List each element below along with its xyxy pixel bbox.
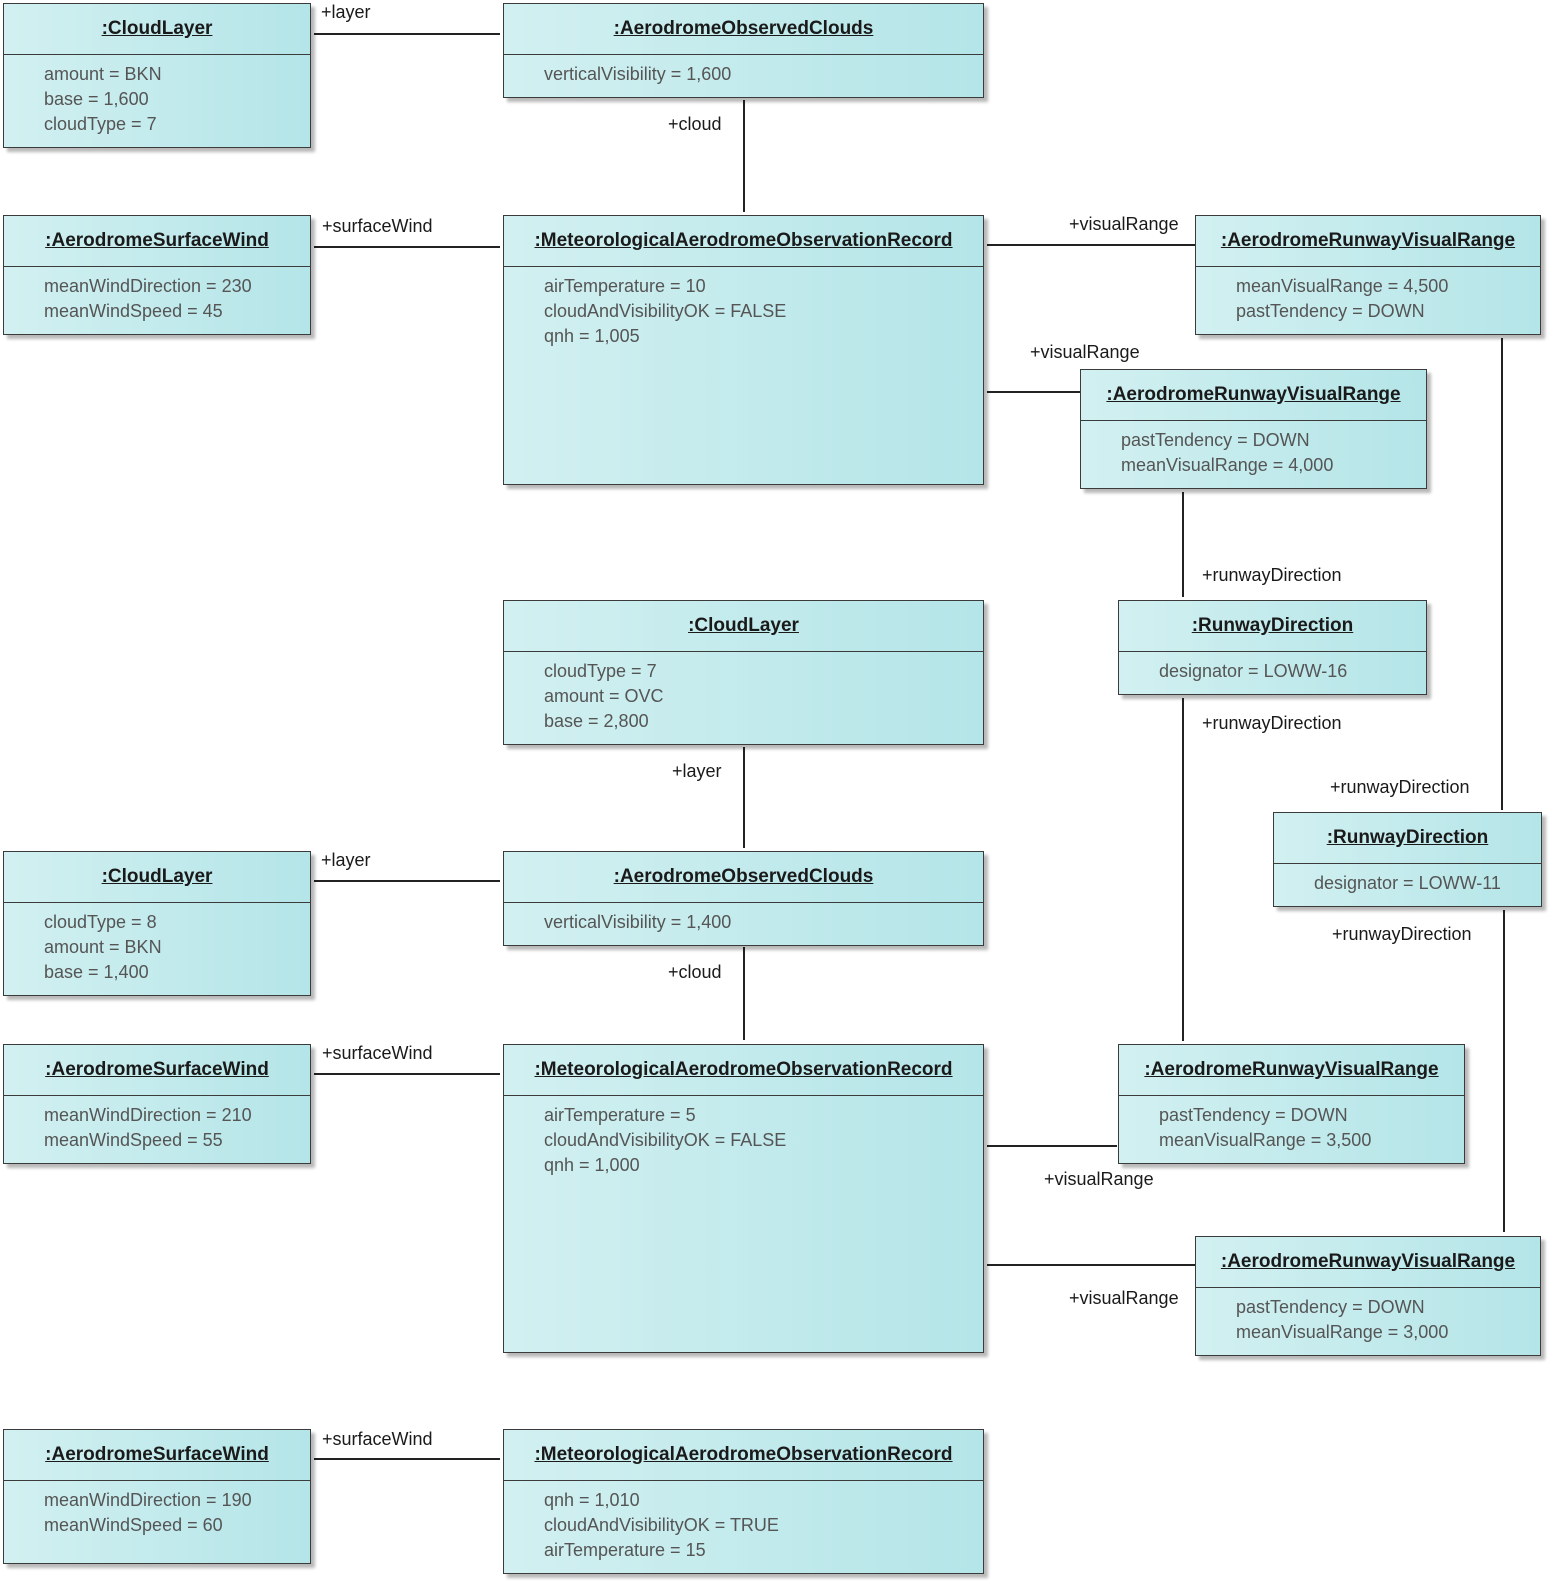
object-title: :RunwayDirection [1274, 813, 1541, 864]
object-attribute: meanWindSpeed = 60 [44, 1515, 223, 1535]
object-title: :RunwayDirection [1119, 601, 1426, 652]
object-title: :AerodromeRunwayVisualRange [1081, 370, 1426, 421]
object-attribute: cloudAndVisibilityOK = TRUE [544, 1515, 779, 1535]
object-attribute: amount = BKN [44, 937, 162, 957]
object-attribute: meanVisualRange = 4,500 [1236, 276, 1449, 296]
role-label-surface-wind: +surfaceWind [322, 1043, 433, 1063]
object-attribute: cloudType = 8 [44, 912, 157, 932]
role-label-surface-wind: +surfaceWind [322, 216, 433, 236]
object-title: :MeteorologicalAerodromeObservationRecor… [504, 1045, 983, 1096]
object-title: :AerodromeObservedClouds [504, 4, 983, 55]
object-title: :CloudLayer [504, 601, 983, 652]
object-attribute: meanVisualRange = 3,500 [1159, 1130, 1372, 1150]
object-attribute: pastTendency = DOWN [1159, 1105, 1348, 1125]
object-attribute: base = 1,400 [44, 962, 149, 982]
object-title: :CloudLayer [4, 852, 310, 903]
role-label-visual-range: +visualRange [1069, 214, 1179, 234]
object-attribute: cloudType = 7 [544, 661, 657, 681]
role-label-visual-range: +visualRange [1044, 1169, 1154, 1189]
object-attribute: verticalVisibility = 1,600 [544, 64, 732, 84]
object-attribute: meanWindSpeed = 55 [44, 1130, 223, 1150]
aerodrome-observed-clouds-object[interactable]: :AerodromeObservedClouds verticalVisibil… [503, 851, 984, 946]
object-title: :MeteorologicalAerodromeObservationRecor… [504, 216, 983, 267]
object-attribute: meanWindDirection = 190 [44, 1490, 252, 1510]
object-attribute: airTemperature = 5 [544, 1105, 696, 1125]
role-label-runway-direction: +runwayDirection [1330, 777, 1470, 797]
object-attribute: airTemperature = 10 [544, 276, 706, 296]
object-attribute: qnh = 1,000 [544, 1155, 640, 1175]
object-attribute: cloudType = 7 [44, 114, 157, 134]
object-attribute: base = 1,600 [44, 89, 149, 109]
object-title: :AerodromeSurfaceWind [4, 216, 310, 267]
object-attribute: pastTendency = DOWN [1121, 430, 1310, 450]
aerodrome-observed-clouds-object[interactable]: :AerodromeObservedClouds verticalVisibil… [503, 3, 984, 98]
object-attribute: meanVisualRange = 4,000 [1121, 455, 1334, 475]
object-title: :AerodromeRunwayVisualRange [1119, 1045, 1464, 1096]
object-attribute: cloudAndVisibilityOK = FALSE [544, 1130, 787, 1150]
object-attribute: designator = LOWW-11 [1314, 873, 1501, 893]
meteorological-observation-record-object[interactable]: :MeteorologicalAerodromeObservationRecor… [503, 1044, 984, 1353]
cloudlayer-object[interactable]: :CloudLayer amount = BKN base = 1,600 cl… [3, 3, 311, 148]
aerodrome-surface-wind-object[interactable]: :AerodromeSurfaceWind meanWindDirection … [3, 1429, 311, 1564]
runway-visual-range-object[interactable]: :AerodromeRunwayVisualRange pastTendency… [1195, 1236, 1541, 1356]
object-attribute: amount = OVC [544, 686, 664, 706]
object-attribute: pastTendency = DOWN [1236, 1297, 1425, 1317]
object-title: :AerodromeRunwayVisualRange [1196, 1237, 1540, 1288]
role-label-layer: +layer [321, 850, 371, 870]
object-attribute: airTemperature = 15 [544, 1540, 706, 1560]
object-title: :AerodromeSurfaceWind [4, 1430, 310, 1481]
meteorological-observation-record-object[interactable]: :MeteorologicalAerodromeObservationRecor… [503, 215, 984, 485]
runway-visual-range-object[interactable]: :AerodromeRunwayVisualRange pastTendency… [1080, 369, 1427, 489]
runway-direction-object[interactable]: :RunwayDirection designator = LOWW-16 [1118, 600, 1427, 695]
role-label-visual-range: +visualRange [1030, 342, 1140, 362]
role-label-cloud: +cloud [668, 962, 722, 982]
role-label-layer: +layer [672, 761, 722, 781]
object-attribute: meanWindDirection = 210 [44, 1105, 252, 1125]
role-label-runway-direction: +runwayDirection [1332, 924, 1472, 944]
object-title: :AerodromeObservedClouds [504, 852, 983, 903]
object-attribute: base = 2,800 [544, 711, 649, 731]
object-attribute: amount = BKN [44, 64, 162, 84]
role-label-visual-range: +visualRange [1069, 1288, 1179, 1308]
aerodrome-surface-wind-object[interactable]: :AerodromeSurfaceWind meanWindDirection … [3, 215, 311, 335]
object-attribute: designator = LOWW-16 [1159, 661, 1348, 681]
runway-direction-object[interactable]: :RunwayDirection designator = LOWW-11 [1273, 812, 1542, 907]
object-attribute: qnh = 1,005 [544, 326, 640, 346]
cloudlayer-object[interactable]: :CloudLayer cloudType = 8 amount = BKN b… [3, 851, 311, 996]
object-attribute: verticalVisibility = 1,400 [544, 912, 732, 932]
object-title: :CloudLayer [4, 4, 310, 55]
object-title: :AerodromeRunwayVisualRange [1196, 216, 1540, 267]
object-attribute: meanWindSpeed = 45 [44, 301, 223, 321]
role-label-runway-direction: +runwayDirection [1202, 565, 1342, 585]
role-label-cloud: +cloud [668, 114, 722, 134]
object-title: :AerodromeSurfaceWind [4, 1045, 310, 1096]
object-attribute: meanWindDirection = 230 [44, 276, 252, 296]
object-attribute: meanVisualRange = 3,000 [1236, 1322, 1449, 1342]
aerodrome-surface-wind-object[interactable]: :AerodromeSurfaceWind meanWindDirection … [3, 1044, 311, 1164]
object-title: :MeteorologicalAerodromeObservationRecor… [504, 1430, 983, 1481]
role-label-surface-wind: +surfaceWind [322, 1429, 433, 1449]
object-attribute: pastTendency = DOWN [1236, 301, 1425, 321]
role-label-layer: +layer [321, 2, 371, 22]
runway-visual-range-object[interactable]: :AerodromeRunwayVisualRange meanVisualRa… [1195, 215, 1541, 335]
role-label-runway-direction: +runwayDirection [1202, 713, 1342, 733]
runway-visual-range-object[interactable]: :AerodromeRunwayVisualRange pastTendency… [1118, 1044, 1465, 1164]
cloudlayer-object[interactable]: :CloudLayer cloudType = 7 amount = OVC b… [503, 600, 984, 745]
object-attribute: qnh = 1,010 [544, 1490, 640, 1510]
object-attribute: cloudAndVisibilityOK = FALSE [544, 301, 787, 321]
meteorological-observation-record-object[interactable]: :MeteorologicalAerodromeObservationRecor… [503, 1429, 984, 1574]
